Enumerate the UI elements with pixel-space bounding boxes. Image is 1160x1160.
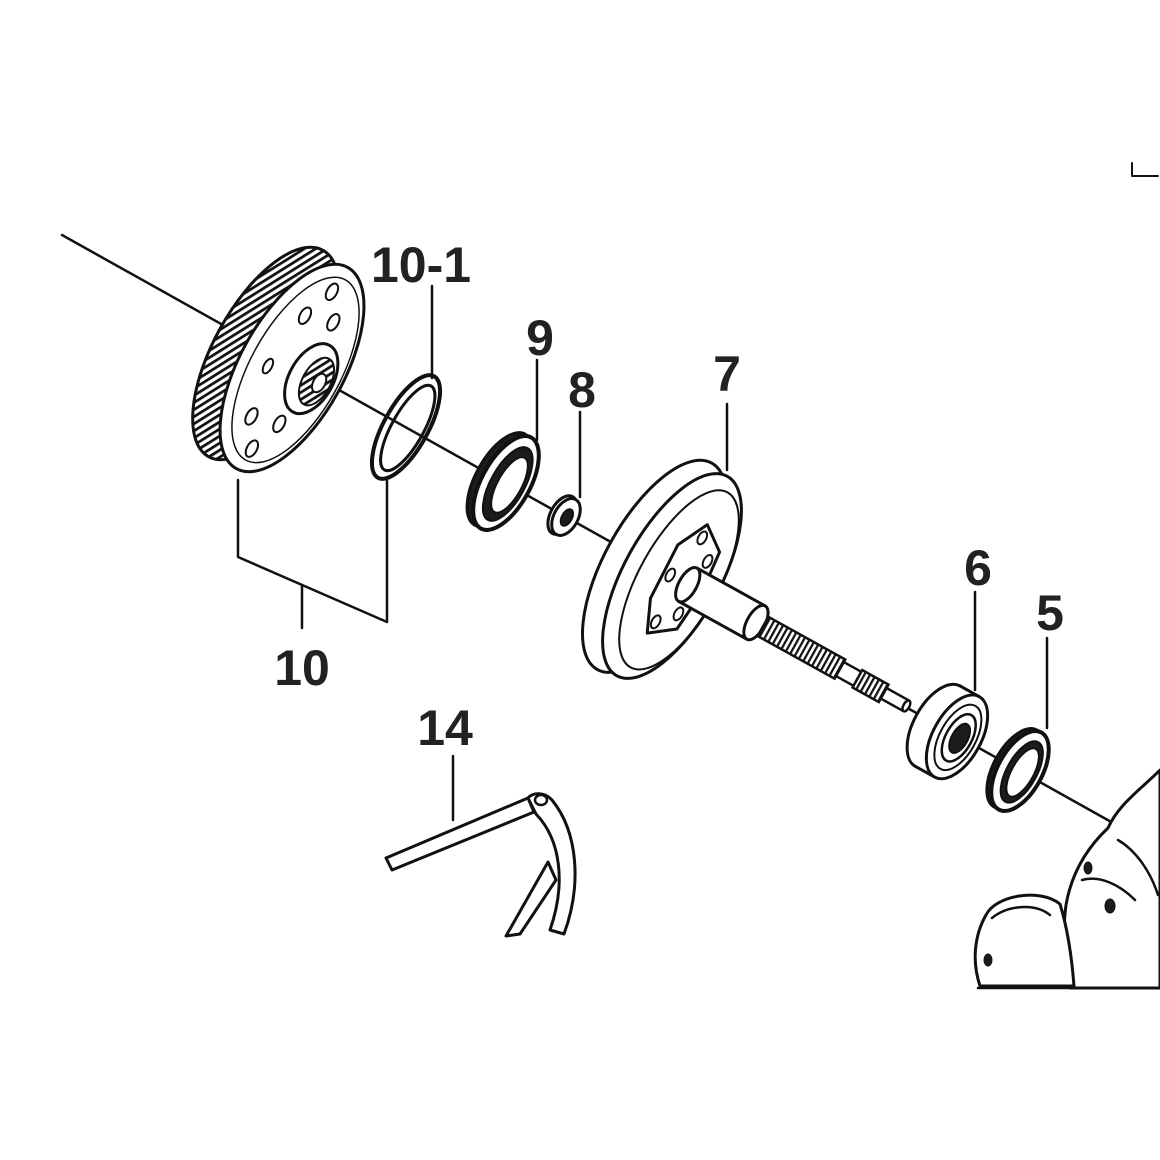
- ring-washer-10-1: [369, 373, 443, 481]
- shift-fork-14: [384, 792, 577, 938]
- ball-bearing-6: [905, 682, 990, 781]
- oil-seal-9: [465, 431, 541, 532]
- seal-bore: [1005, 747, 1040, 798]
- label-7: 7: [713, 346, 741, 402]
- clutch-hub-bore: [310, 372, 328, 394]
- washer-bore: [559, 508, 575, 527]
- clutch-hole: [244, 407, 259, 426]
- crankcase-partial: [973, 768, 1160, 990]
- label-9: 9: [526, 310, 554, 366]
- shaft-tip-end: [901, 699, 912, 713]
- shaft-collar-start: [674, 566, 702, 604]
- bracket-10: [236, 476, 389, 624]
- fork-pin: [533, 793, 549, 807]
- crankcase-boss-hole: [983, 953, 993, 967]
- clutch-drum-7: [580, 458, 912, 713]
- bearing-bore: [948, 722, 972, 754]
- label-8: 8: [568, 362, 596, 418]
- crankcase-edge-detail: [1080, 877, 1137, 902]
- clutch-shoe-assembly: [191, 245, 366, 474]
- label-10: 10: [274, 640, 330, 696]
- crankcase-bolt-hole: [1083, 861, 1093, 875]
- leader-lines: [236, 284, 1049, 822]
- clutch-hole: [326, 313, 341, 332]
- oil-seal-5: [985, 727, 1051, 813]
- crankcase-boss-detail: [990, 905, 1052, 920]
- ring-outer-edge: [369, 373, 443, 481]
- crankcase-boss: [973, 893, 1076, 988]
- clutch-hole: [297, 306, 313, 325]
- drum-bolt-hole: [664, 567, 677, 583]
- drum-bolt-hole: [649, 614, 662, 630]
- fork-rod: [384, 796, 536, 872]
- drum-bolt-hole: [672, 606, 685, 622]
- washer-8: [546, 494, 582, 537]
- clutch-plate-inner-edge: [231, 276, 360, 464]
- label-6: 6: [964, 540, 992, 596]
- fork-prong: [504, 860, 558, 938]
- clutch-hole: [261, 357, 275, 375]
- label-14: 14: [417, 700, 473, 756]
- clutch-hole: [272, 414, 287, 434]
- clutch-hole: [324, 282, 340, 302]
- ring-inner-edge: [379, 383, 437, 473]
- label-10-1: 10-1: [371, 237, 471, 293]
- crankcase-bolt-hole: [1104, 898, 1116, 914]
- drum-bolt-hole: [701, 553, 714, 569]
- corner-mark: [1131, 162, 1159, 177]
- bearing-outer-race: [933, 703, 983, 772]
- drum-bolt-hole: [696, 530, 709, 546]
- part-labels: 10-1 9 8 7 6 5 10 14: [274, 237, 1064, 756]
- seal-bore: [490, 456, 529, 514]
- crankcase-edge-detail: [1116, 838, 1160, 897]
- label-5: 5: [1036, 585, 1064, 641]
- shaft-spline: [755, 615, 847, 681]
- clutch-hole: [244, 439, 260, 458]
